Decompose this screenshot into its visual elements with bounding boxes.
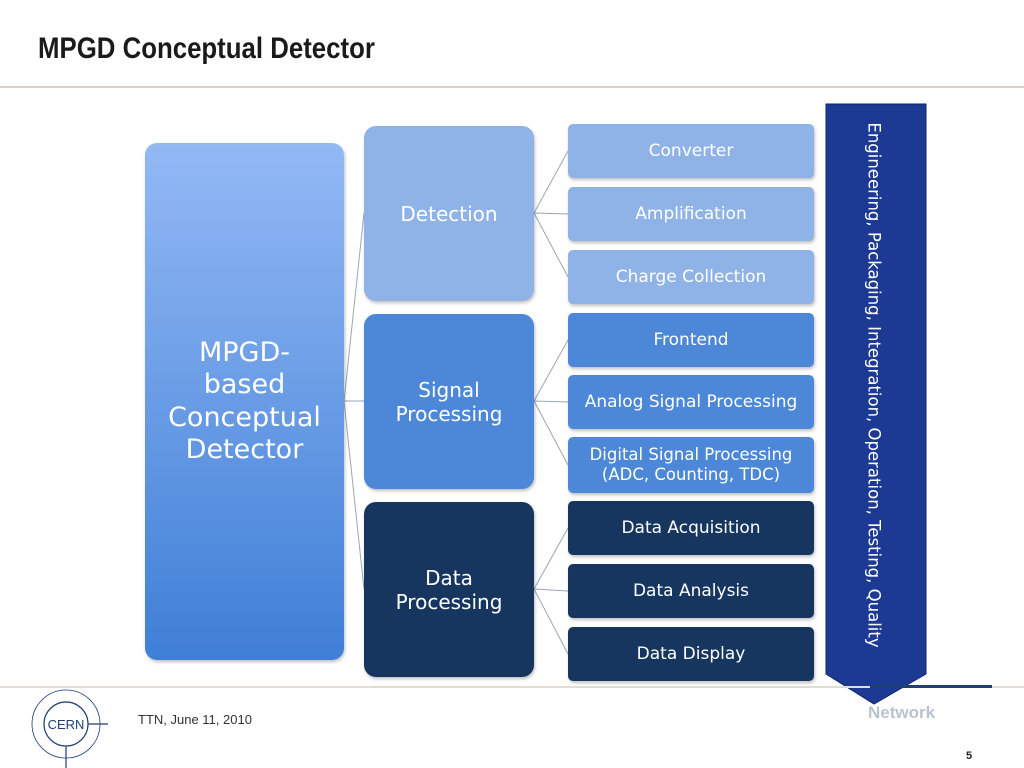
root-node: MPGD- based Conceptual Detector: [145, 143, 344, 660]
leaf-label: Data Acquisition: [621, 517, 761, 538]
connector-signal-digital: [533, 400, 569, 466]
leaf-analog-signal-processing: Analog Signal Processing: [568, 375, 814, 429]
footer-divider: [0, 686, 1024, 688]
side-arrow: [825, 103, 927, 705]
connector-signal-frontend: [533, 339, 569, 402]
leaf-digital-signal-processing: Digital Signal Processing (ADC, Counting…: [568, 437, 814, 493]
leaf-frontend: Frontend: [568, 313, 814, 367]
footer-network: Network: [868, 703, 936, 722]
leaf-label: Frontend: [653, 329, 729, 350]
connector-root-data: [343, 400, 365, 590]
leaf-data-display: Data Display: [568, 627, 814, 681]
side-arrow-shape: [825, 103, 927, 705]
leaf-charge-collection: Charge Collection: [568, 250, 814, 304]
connector-detection-converter: [533, 150, 569, 214]
connector-data-display: [533, 588, 569, 655]
group-detection-label: Detection: [400, 201, 498, 226]
leaf-label: Data Display: [636, 643, 746, 664]
slide-title: MPGD Conceptual Detector: [38, 32, 375, 65]
connector-detection-amplification: [533, 212, 569, 215]
connector-data-analysis: [533, 588, 569, 592]
group-data-processing: Data Processing: [364, 502, 534, 677]
leaf-amplification: Amplification: [568, 187, 814, 241]
group-detection: Detection: [364, 126, 534, 301]
cern-logo-icon: CERN: [31, 689, 108, 768]
leaf-label: Data Analysis: [632, 580, 750, 601]
side-arrow-label: Engineering, Packaging, Integration, Ope…: [864, 122, 884, 648]
leaf-converter: Converter: [568, 124, 814, 178]
footer-accent-line: [870, 685, 992, 688]
connector-root-detection: [343, 212, 365, 402]
leaf-label: Charge Collection: [615, 266, 767, 287]
leaf-data-analysis: Data Analysis: [568, 564, 814, 618]
group-data-processing-label: Data Processing: [395, 565, 503, 614]
page-number: 5: [966, 750, 973, 762]
root-node-label: MPGD- based Conceptual Detector: [168, 336, 321, 465]
connector-signal-analog: [533, 400, 569, 403]
title-divider: [0, 86, 1024, 88]
cern-logo-text: CERN: [48, 717, 85, 732]
connector-data-acquisition: [533, 527, 569, 590]
leaf-data-acquisition: Data Acquisition: [568, 501, 814, 555]
group-signal-processing: Signal Processing: [364, 314, 534, 489]
connector-detection-charge: [533, 212, 569, 278]
group-signal-processing-label: Signal Processing: [395, 377, 503, 426]
leaf-label: Digital Signal Processing (ADC, Counting…: [589, 445, 793, 484]
leaf-label: Amplification: [635, 203, 747, 224]
leaf-label: Analog Signal Processing: [584, 391, 798, 412]
footer-date: TTN, June 11, 2010: [138, 712, 252, 727]
leaf-label: Converter: [648, 140, 734, 161]
